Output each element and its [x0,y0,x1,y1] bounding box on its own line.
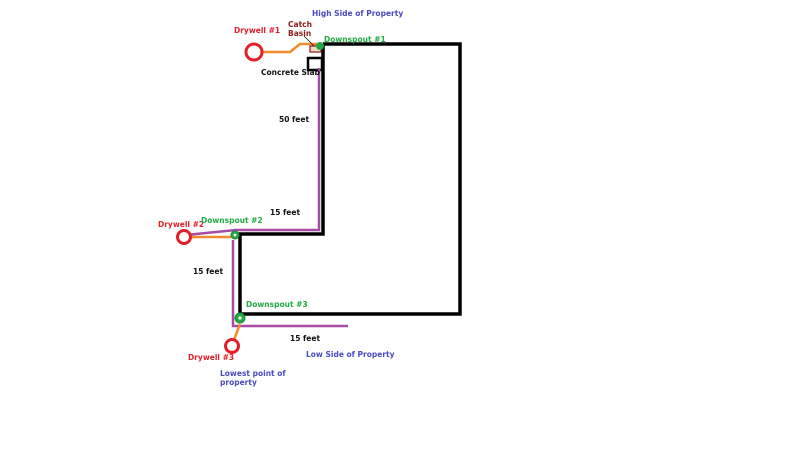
downspout-3-label: Downspout #3 [246,300,308,309]
pipe-downspout2-to-downspout3 [231,240,348,328]
pipe-downspout1-to-downspout2 [185,68,321,237]
concrete-slab-label: Concrete Slab [261,68,321,77]
lowest-point-label-line1: Lowest point of [220,369,286,378]
lowest-point-label-line2: property [220,378,257,387]
catch-basin-pointer [303,35,315,47]
downspout-2-center [233,233,237,237]
low-side-label: Low Side of Property [306,350,395,359]
house-outline [238,42,462,316]
downspout-2-label: Downspout #2 [201,216,263,225]
catch-basin-label-line2: Basin [288,29,311,38]
high-side-label: High Side of Property [312,9,403,18]
drywell-1-marker [244,42,264,62]
pipe-downspout3-to-drywell3 [232,323,242,341]
drywell-2-label: Drywell #2 [158,220,204,229]
distance-15-feet-top: 15 feet [270,208,300,217]
downspout-3-center [238,316,242,320]
catch-basin-label-line1: Catch [288,20,312,29]
drywell-3-label: Drywell #3 [188,353,234,362]
downspout-1-label: Downspout #1 [324,35,386,44]
distance-15-feet-left: 15 feet [193,267,223,276]
distance-50-feet: 50 feet [279,115,309,124]
downspout-1-marker [316,42,324,50]
drywell-1-label: Drywell #1 [234,26,280,35]
distance-15-feet-bottom: 15 feet [290,334,320,343]
drywell-2-marker [176,229,192,245]
drywell-3-marker [224,338,240,354]
concrete-slab [306,56,324,72]
